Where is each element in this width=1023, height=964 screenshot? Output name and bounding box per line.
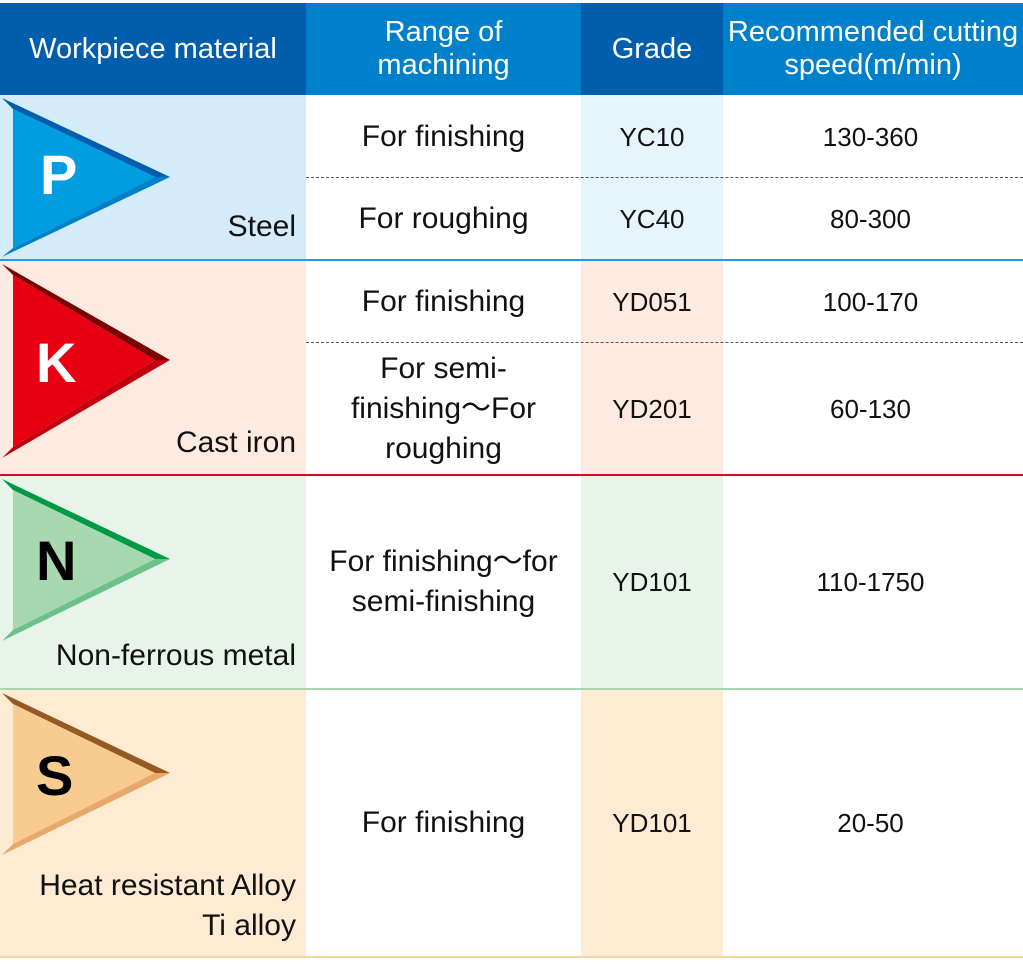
grade-cell: YD201 bbox=[612, 393, 692, 424]
speed-cell: 100-170 bbox=[822, 286, 919, 317]
range-cell: For semi-finishing～For roughing bbox=[350, 351, 537, 465]
row-divider bbox=[0, 688, 1023, 690]
header-range: Range of machining bbox=[306, 3, 581, 95]
material-nonferrous: Non-ferrous metal bbox=[55, 639, 296, 672]
letter-p: P bbox=[40, 143, 78, 206]
row-divider bbox=[0, 259, 1023, 261]
range-cell: For finishing bbox=[361, 806, 526, 839]
speed-cell: 20-50 bbox=[837, 808, 904, 838]
header-speed: Recommended cutting speed(m/min) bbox=[723, 3, 1023, 95]
letter-k: K bbox=[36, 331, 77, 394]
subrow-divider bbox=[306, 342, 1023, 343]
steel-grade-bg bbox=[581, 95, 723, 261]
range-cell: For roughing bbox=[358, 201, 529, 235]
grade-cell: YD101 bbox=[612, 808, 692, 838]
p-triangle-icon bbox=[2, 98, 170, 257]
range-cell: For finishing bbox=[361, 284, 526, 318]
row-divider bbox=[0, 474, 1023, 476]
n-triangle-icon bbox=[2, 479, 170, 641]
speed-cell: 130-360 bbox=[822, 121, 919, 152]
letter-s: S bbox=[36, 744, 74, 807]
material-heat-resistant: Heat resistant Alloy Ti alloy bbox=[39, 869, 296, 942]
header-grade: Grade bbox=[581, 3, 723, 95]
range-cell: For finishing bbox=[361, 119, 526, 153]
material-cast-iron: Cast iron bbox=[175, 426, 296, 459]
nonferrous-grade-bg bbox=[581, 476, 723, 690]
speed-cell: 110-1750 bbox=[816, 567, 925, 597]
row-divider bbox=[0, 956, 1023, 958]
heat-resistant-grade-bg bbox=[581, 690, 723, 958]
header-material: Workpiece material bbox=[0, 3, 306, 95]
s-triangle-icon bbox=[2, 693, 170, 855]
subrow-divider bbox=[306, 177, 1023, 178]
grade-cell: YD051 bbox=[612, 286, 692, 317]
grade-cell: YD101 bbox=[612, 567, 692, 597]
cast-iron-grade-bg bbox=[581, 261, 723, 476]
speed-cell: 60-130 bbox=[830, 393, 911, 424]
k-triangle-icon bbox=[2, 264, 170, 458]
material-steel: Steel bbox=[227, 210, 296, 243]
letter-n: N bbox=[36, 529, 77, 592]
speed-cell: 80-300 bbox=[830, 203, 911, 234]
grade-cell: YC40 bbox=[619, 203, 685, 234]
grade-cell: YC10 bbox=[619, 121, 685, 152]
range-cell: For finishing～for semi-finishing bbox=[329, 545, 558, 618]
